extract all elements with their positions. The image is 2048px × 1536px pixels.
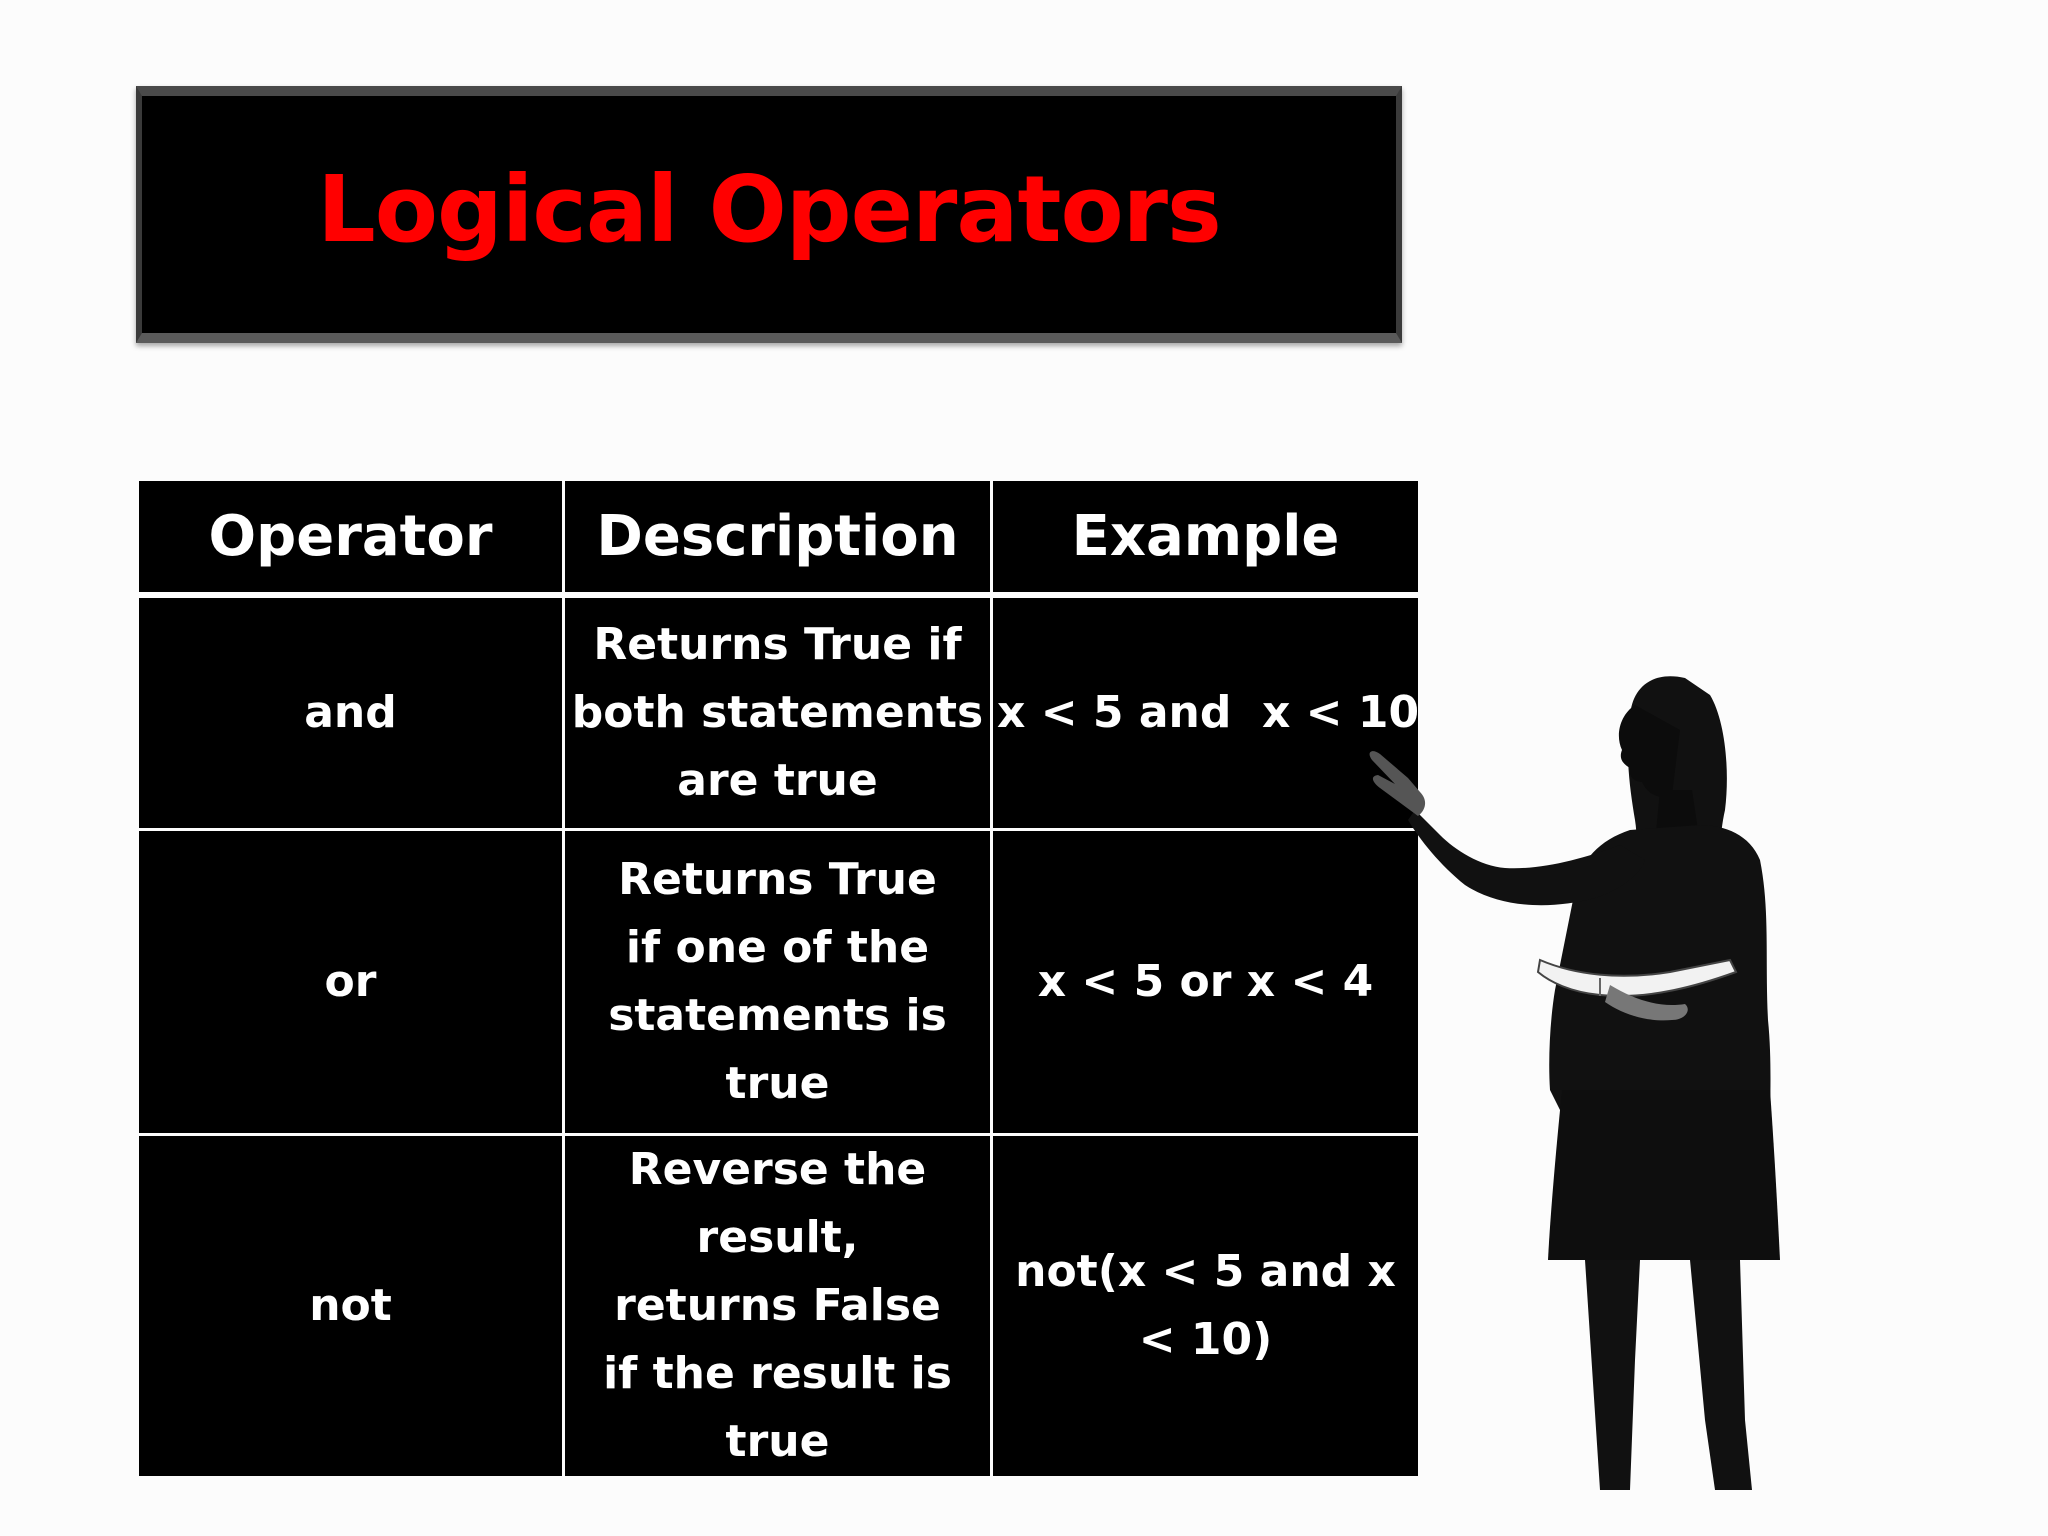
description-cell: Returns True if one of the statements is… [562,828,993,1136]
slide-title: Logical Operators [317,156,1222,263]
operator-cell: and [136,593,565,831]
presenter-leg-right [1690,1260,1752,1490]
example-cell: x < 5 or x < 4 [990,828,1421,1136]
book-icon [1536,958,1738,997]
presenter-neck [1656,790,1698,832]
table-row: and Returns True if both statements are … [136,593,1421,831]
description-cell: Returns True if both statements are true [562,593,993,831]
description-cell: Reverse the result, returns False if the… [562,1133,993,1479]
header-operator: Operator [136,478,565,598]
operators-table: Operator Description Example and Returns… [136,478,1421,1479]
header-description: Description [562,478,993,598]
presenter-head [1618,705,1680,797]
example-cell: not(x < 5 and x < 10) [990,1133,1421,1479]
operator-cell: not [136,1133,565,1479]
presenter-hand [1369,751,1426,816]
table-row: not Reverse the result, returns False if… [136,1133,1421,1479]
table-row: or Returns True if one of the statements… [136,828,1421,1136]
presenter-arm [1408,810,1645,906]
operator-cell: or [136,828,565,1136]
presenter-leg-left [1585,1260,1640,1490]
table-header-row: Operator Description Example [136,478,1421,598]
presenter-silhouette-illustration [1369,676,1780,1490]
header-example: Example [990,478,1421,598]
presenter-skirt [1548,1090,1780,1260]
title-banner: Logical Operators [136,86,1402,343]
example-cell: x < 5 and x < 10 [990,593,1421,831]
presenter-book-hand [1605,985,1688,1021]
